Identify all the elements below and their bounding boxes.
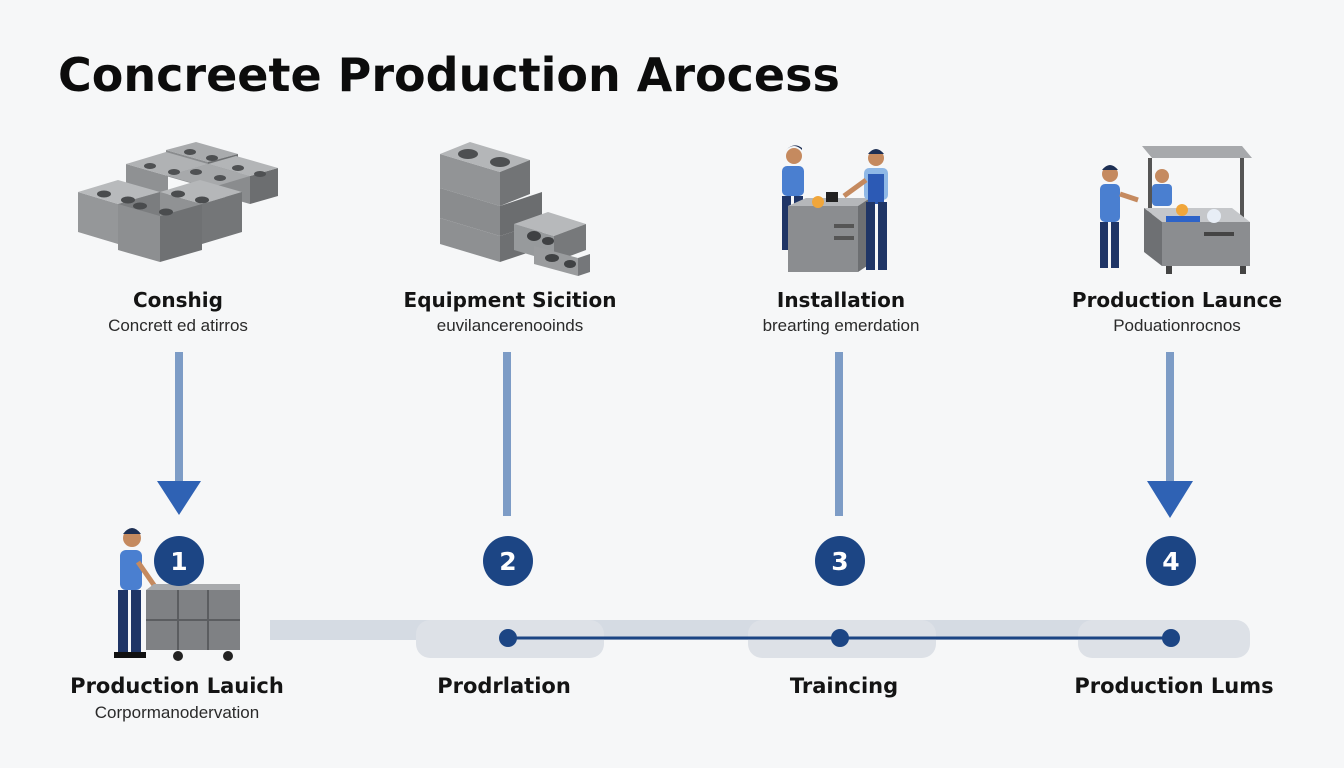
step-number-1: 1 — [154, 536, 204, 586]
step-2-subtitle: euvilancerenooinds — [436, 316, 584, 335]
bottom-step-3-title: Traincing — [789, 674, 899, 698]
connector-line-3 — [835, 352, 843, 516]
connector-line-2 — [503, 352, 511, 516]
step-1-subtitle: Concrett ed atirros — [108, 316, 248, 335]
production-station-icon — [1100, 146, 1252, 274]
step-2-title: Equipment Sicition — [403, 288, 617, 312]
step-number-2: 2 — [483, 536, 533, 586]
bottom-step-2-title: Prodrlation — [437, 674, 571, 698]
concrete-blocks-icon — [78, 142, 278, 262]
step-number-3: 3 — [815, 536, 865, 586]
step-1-title: Conshig — [133, 288, 223, 312]
connector-line-4 — [1166, 352, 1174, 484]
timeline-dot-4 — [1162, 629, 1180, 647]
timeline-dot-2 — [499, 629, 517, 647]
step-4-title: Production Launce — [1071, 288, 1283, 312]
stacked-blocks-icon — [440, 142, 590, 276]
step-4-subtitle: Poduationrocnos — [1113, 316, 1241, 335]
step-number-4: 4 — [1146, 536, 1196, 586]
bottom-step-1-title: Production Lauich — [70, 674, 284, 698]
arrow-down-icon — [1147, 481, 1193, 518]
bottom-step-1-subtitle: Corpormanodervation — [94, 703, 260, 722]
step-3-subtitle: brearting emerdation — [762, 316, 920, 335]
bottom-step-4-title: Production Lums — [1074, 674, 1274, 698]
connector-line-1 — [175, 352, 183, 484]
arrow-down-icon — [157, 481, 201, 515]
step-3-title: Installation — [776, 288, 906, 312]
timeline-dot-3 — [831, 629, 849, 647]
page-title: Concreete Production Arocess — [58, 48, 840, 102]
worker-cart-icon — [114, 528, 240, 661]
workers-installation-icon — [782, 145, 888, 272]
